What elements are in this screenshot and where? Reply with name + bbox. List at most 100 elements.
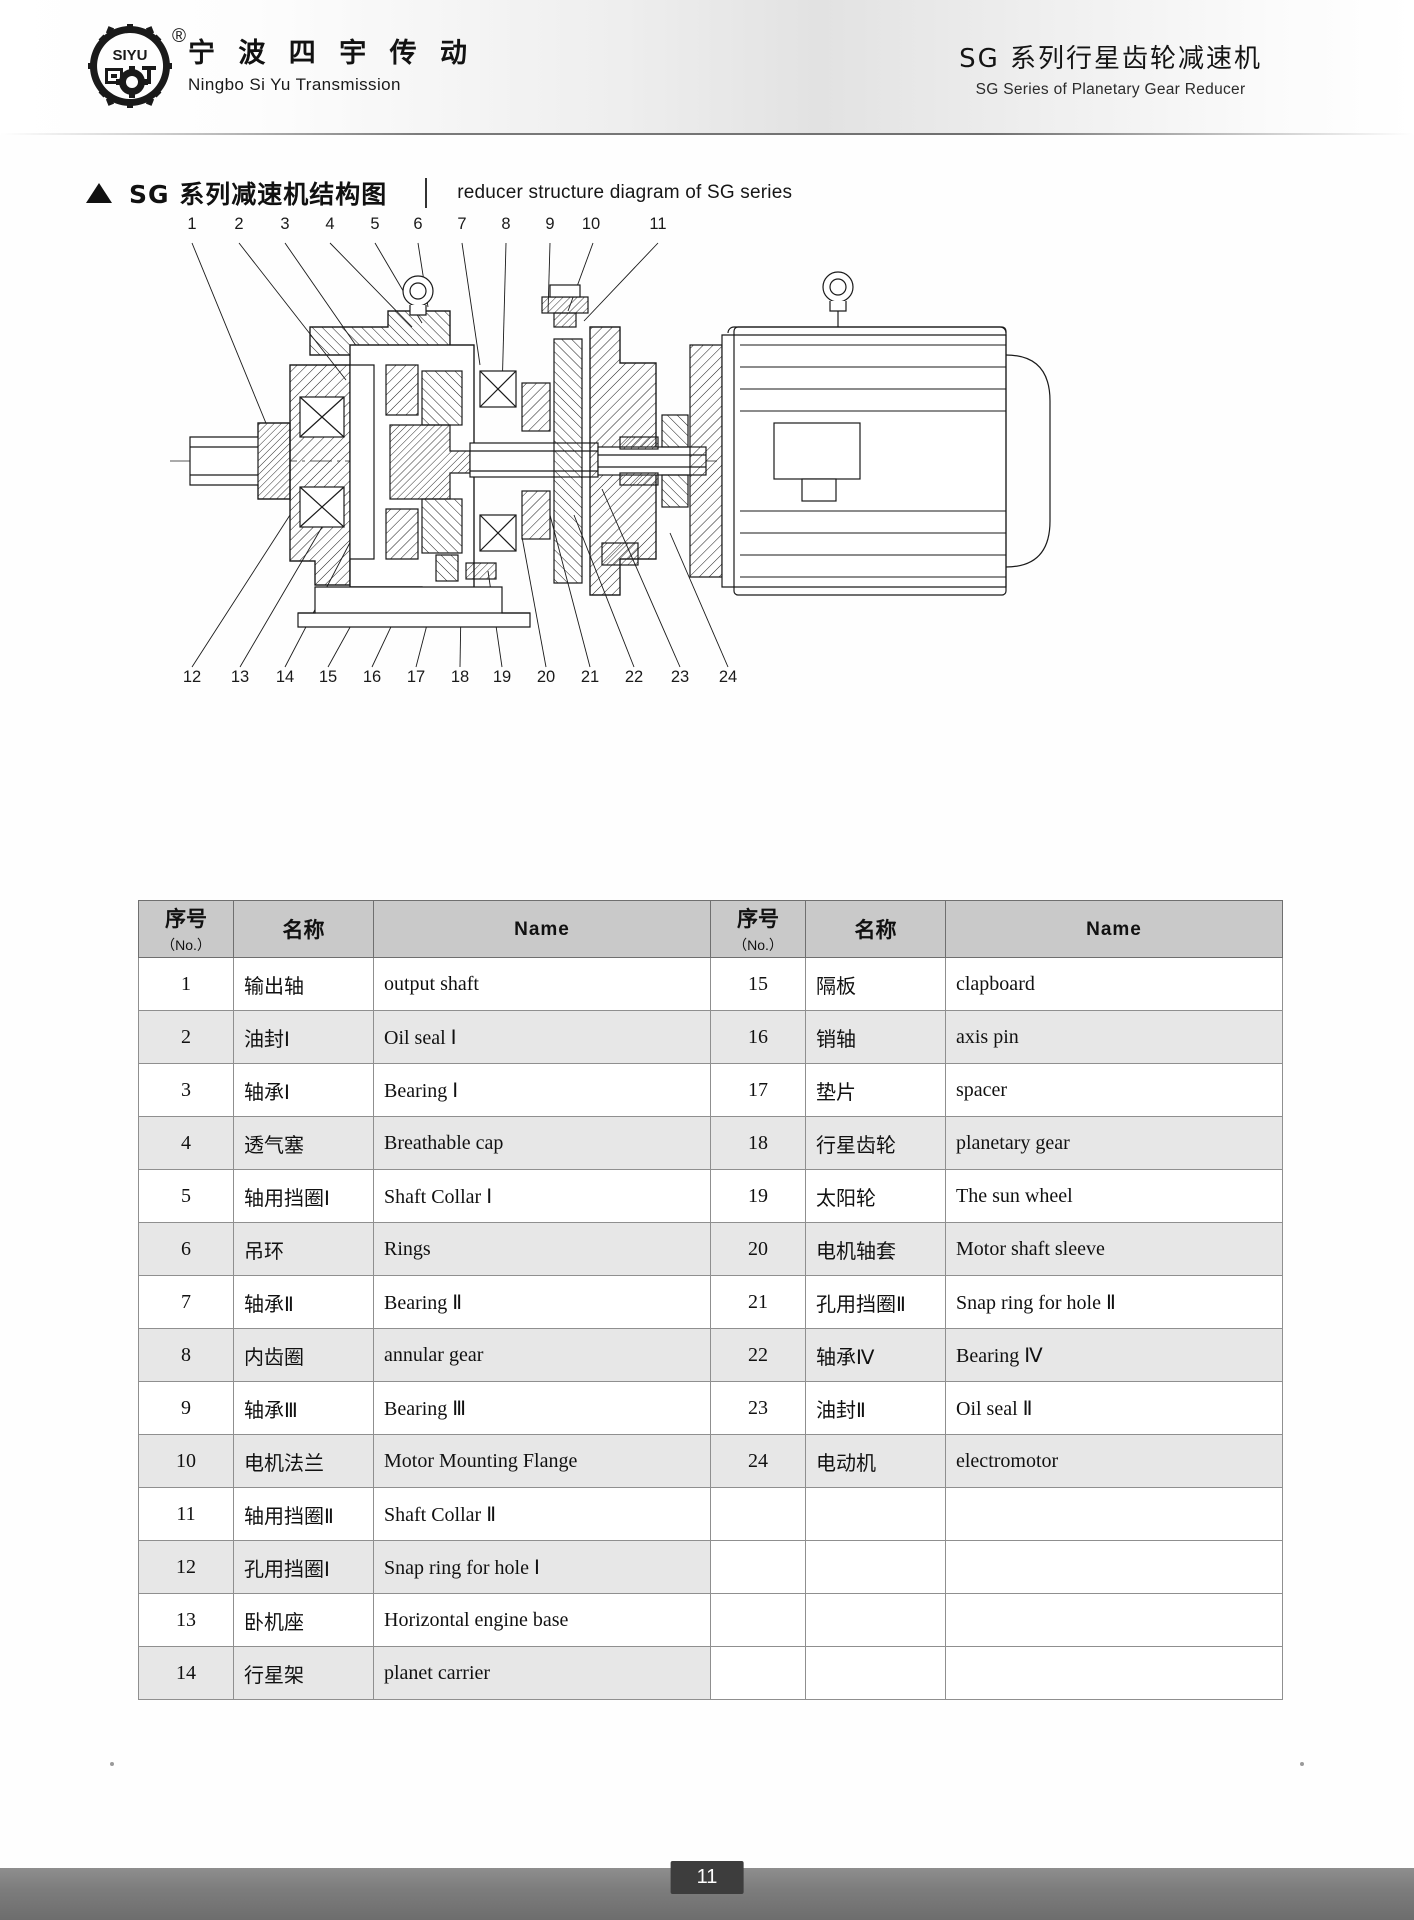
- callout-7: 7: [457, 215, 467, 233]
- product-title-en: SG Series of Planetary Gear Reducer: [975, 81, 1246, 99]
- callout-18: 18: [450, 668, 470, 686]
- callout-21: 21: [580, 668, 600, 686]
- cell-no-right: 17: [710, 1063, 806, 1117]
- cell-name-en-right: Snap ring for hole Ⅱ: [945, 1275, 1283, 1329]
- crop-dot-right: [1300, 1762, 1304, 1766]
- callout-8: 8: [501, 215, 511, 233]
- callout-22: 22: [624, 668, 644, 686]
- header-name-cn-left: 名称: [233, 900, 374, 958]
- registered-trademark-icon: ®: [172, 26, 186, 47]
- cell-no-left: 1: [138, 957, 234, 1011]
- cell-name-en-right: [945, 1487, 1283, 1541]
- cell-name-cn-left: 电机法兰: [233, 1434, 374, 1488]
- reducer-structure-diagram: 1 2 3 4 5 6 7 8 9 10 11 12 13 14 15 16 1…: [150, 215, 1270, 705]
- cell-no-left: 12: [138, 1540, 234, 1594]
- cell-no-right: [710, 1540, 806, 1594]
- cell-name-cn-right: 行星齿轮: [805, 1116, 946, 1170]
- cell-name-cn-right: 隔板: [805, 957, 946, 1011]
- cell-name-cn-left: 输出轴: [233, 957, 374, 1011]
- callout-10: 10: [581, 215, 601, 233]
- cell-no-left: 7: [138, 1275, 234, 1329]
- header-name-en-left-label: Name: [514, 918, 570, 940]
- cell-name-cn-right: 销轴: [805, 1010, 946, 1064]
- header-name-en-left: Name: [373, 900, 711, 958]
- cell-no-right: [710, 1593, 806, 1647]
- cell-no-right: 24: [710, 1434, 806, 1488]
- cell-name-en-right: axis pin: [945, 1010, 1283, 1064]
- cell-no-left: 4: [138, 1116, 234, 1170]
- cell-no-left: 5: [138, 1169, 234, 1223]
- cell-no-right: 16: [710, 1010, 806, 1064]
- cell-name-cn-left: 卧机座: [233, 1593, 374, 1647]
- cell-name-cn-right: 油封Ⅱ: [805, 1381, 946, 1435]
- cell-no-left: 2: [138, 1010, 234, 1064]
- header-no-en-left: （No.）: [161, 936, 211, 953]
- cell-name-cn-right: 电动机: [805, 1434, 946, 1488]
- cell-name-en-left: Bearing Ⅱ: [373, 1275, 711, 1329]
- cell-name-cn-right: 太阳轮: [805, 1169, 946, 1223]
- header-name-cn-right-label: 名称: [854, 918, 897, 942]
- cell-name-en-right: Oil seal Ⅱ: [945, 1381, 1283, 1435]
- cell-name-cn-left: 内齿圈: [233, 1328, 374, 1382]
- callout-19: 19: [492, 668, 512, 686]
- page-header: SIYU ®: [0, 0, 1414, 135]
- cell-name-cn-right: 电机轴套: [805, 1222, 946, 1276]
- cell-no-right: 20: [710, 1222, 806, 1276]
- cell-no-left: 10: [138, 1434, 234, 1488]
- cross-section-drawing: [170, 242, 1051, 668]
- callout-23: 23: [670, 668, 690, 686]
- cell-no-left: 11: [138, 1487, 234, 1541]
- callout-14: 14: [275, 668, 295, 686]
- cell-name-en-left: Bearing Ⅰ: [373, 1063, 711, 1117]
- cell-no-right: [710, 1487, 806, 1541]
- cell-name-en-left: Snap ring for hole Ⅰ: [373, 1540, 711, 1594]
- svg-text:SIYU: SIYU: [112, 47, 147, 64]
- callout-24: 24: [718, 668, 738, 686]
- callout-11: 11: [649, 215, 667, 233]
- crop-dot-left: [110, 1762, 114, 1766]
- company-logo: SIYU ®: [88, 24, 474, 108]
- cell-no-left: 9: [138, 1381, 234, 1435]
- header-product-title: SG 系列行星齿轮减速机 SG Series of Planetary Gear…: [959, 44, 1262, 99]
- cell-name-en-right: electromotor: [945, 1434, 1283, 1488]
- header-name-en-right: Name: [945, 900, 1283, 958]
- company-name-block: 宁 波 四 宇 传 动 Ningbo Si Yu Transmission: [188, 37, 474, 95]
- cell-no-right: 23: [710, 1381, 806, 1435]
- cell-name-en-left: annular gear: [373, 1328, 711, 1382]
- callout-5: 5: [370, 215, 380, 233]
- callout-13: 13: [230, 668, 250, 686]
- section-title-en: reducer structure diagram of SG series: [457, 182, 793, 203]
- callout-3: 3: [280, 215, 290, 233]
- cell-name-cn-left: 轴承Ⅱ: [233, 1275, 374, 1329]
- cell-name-cn-right: 垫片: [805, 1063, 946, 1117]
- cell-name-cn-left: 透气塞: [233, 1116, 374, 1170]
- company-name-cn: 宁 波 四 宇 传 动: [188, 38, 474, 70]
- section-heading: SG 系列减速机结构图 reducer structure diagram of…: [86, 175, 792, 211]
- siyu-gear-logo-icon: SIYU ®: [88, 24, 186, 108]
- cell-name-cn-right: [805, 1487, 946, 1541]
- cell-name-en-left: Oil seal Ⅰ: [373, 1010, 711, 1064]
- page-number: 11: [670, 1861, 744, 1894]
- cell-name-en-left: planet carrier: [373, 1646, 711, 1700]
- cell-name-cn-left: 吊环: [233, 1222, 374, 1276]
- cell-name-cn-right: 孔用挡圈Ⅱ: [805, 1275, 946, 1329]
- cell-name-en-right: planetary gear: [945, 1116, 1283, 1170]
- cell-name-cn-left: 行星架: [233, 1646, 374, 1700]
- callout-15: 15: [318, 668, 338, 686]
- triangle-bullet-icon: [86, 183, 112, 203]
- product-title-cn: SG 系列行星齿轮减速机: [959, 44, 1262, 74]
- callout-16: 16: [362, 668, 382, 686]
- cell-no-left: 14: [138, 1646, 234, 1700]
- header-name-cn-left-label: 名称: [282, 918, 325, 942]
- cell-no-left: 8: [138, 1328, 234, 1382]
- cell-name-cn-left: 油封Ⅰ: [233, 1010, 374, 1064]
